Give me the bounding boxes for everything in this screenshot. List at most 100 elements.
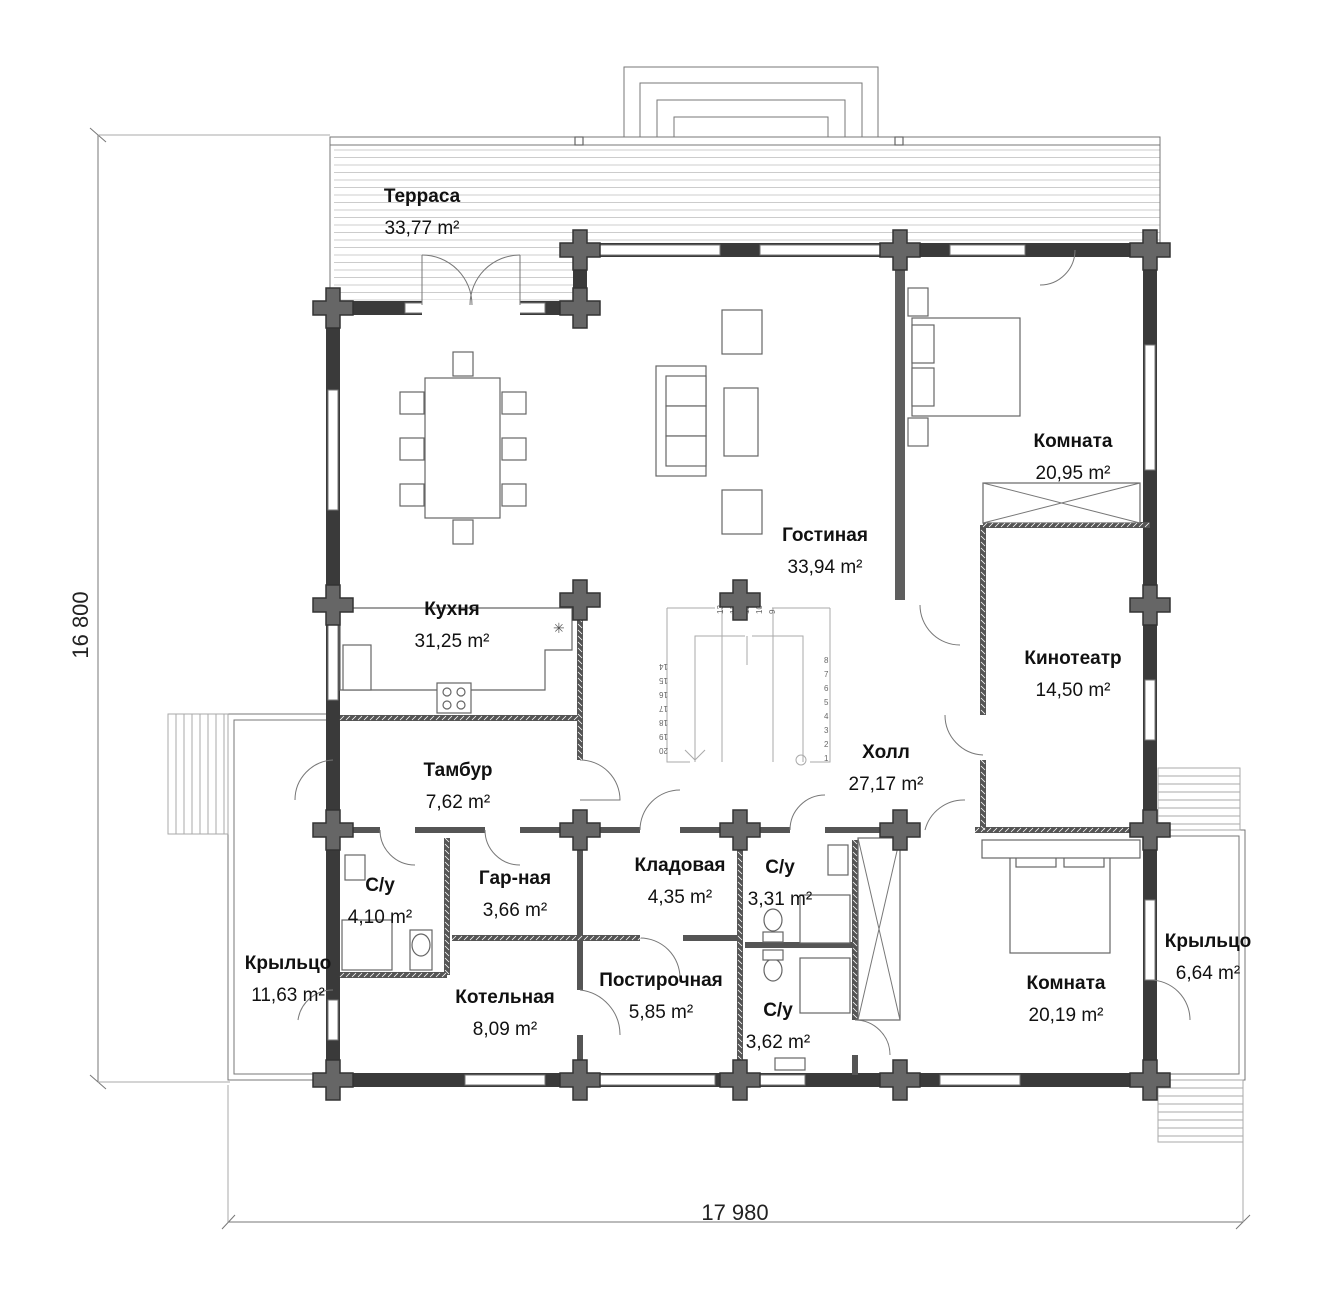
room-label: Кинотеатр 14,50 m² (1024, 648, 1121, 701)
room-area: 20,19 m² (1029, 1005, 1104, 1026)
width-dimension: 17 980 (701, 1200, 768, 1225)
stair-step-number: 5 (824, 698, 829, 707)
room-area: 6,64 m² (1176, 963, 1240, 984)
left-porch (167, 713, 334, 1081)
room-label: Гостиная 33,94 m² (782, 525, 868, 578)
room-area: 31,25 m² (415, 631, 490, 652)
stair-step-number: 20 (659, 746, 668, 755)
stair-step-number: 13 (716, 605, 725, 614)
log-post (312, 584, 354, 626)
terrace-steps (623, 66, 879, 138)
log-post (1129, 809, 1171, 851)
log-post (312, 287, 354, 329)
room-label: Комната 20,95 m² (1034, 431, 1113, 484)
room-label: С/у 3,62 m² (746, 1000, 810, 1053)
room-name: Котельная (455, 987, 554, 1008)
room-label: Котельная 8,09 m² (455, 987, 554, 1040)
room-label: Холл 27,17 m² (849, 742, 924, 795)
terrace-door[interactable] (421, 254, 521, 316)
room-name: Крыльцо (1165, 931, 1251, 952)
room-area: 14,50 m² (1036, 680, 1111, 701)
room-area: 4,35 m² (648, 887, 712, 908)
log-post (879, 1059, 921, 1101)
room-name: Кухня (424, 599, 480, 620)
room-area: 11,63 m² (251, 985, 325, 1006)
stair-step-number: 18 (659, 718, 668, 727)
room-area: 3,66 m² (483, 900, 547, 921)
room-name: С/у (365, 875, 395, 896)
room-name: Постирочная (599, 970, 722, 991)
room-name: С/у (763, 1000, 793, 1021)
room-area: 27,17 m² (849, 774, 924, 795)
dimension-lines (89, 127, 1251, 1230)
log-post (719, 1059, 761, 1101)
room-name: Кладовая (635, 855, 726, 876)
stair-step-number: 19 (659, 732, 668, 741)
dining-table (399, 351, 527, 545)
log-post (312, 809, 354, 851)
room-label: Кухня 31,25 m² (415, 599, 490, 652)
room-area: 20,95 m² (1036, 463, 1111, 484)
log-post (879, 229, 921, 271)
room-area: 4,10 m² (348, 907, 412, 928)
stair-step-number: 8 (824, 656, 829, 665)
stair-step-number: 14 (659, 662, 668, 671)
log-post (559, 809, 601, 851)
stair-step-number: 6 (824, 684, 829, 693)
stair-step-number: 9 (768, 609, 777, 614)
room-label: Крыльцо 11,63 m² (245, 953, 331, 1006)
room-label: Комната 20,19 m² (1027, 973, 1106, 1026)
height-dimension: 16 800 (68, 591, 93, 658)
doors[interactable] (294, 249, 1191, 1056)
stair-step-number: 4 (824, 712, 829, 721)
beds (907, 287, 1141, 954)
log-post (1129, 1059, 1171, 1101)
room-name: Комната (1027, 973, 1106, 994)
room-name: Гар-ная (479, 868, 551, 889)
staircase: 1415161718192013121110987654321 (659, 605, 831, 766)
room-label: С/у3,31 m² (748, 857, 812, 910)
svg-text:✳: ✳ (553, 620, 565, 636)
stair-step-number: 17 (659, 704, 668, 713)
room-label: Терраса 33,77 m² (384, 186, 461, 239)
room-area: 7,62 m² (426, 792, 490, 813)
room-name: Терраса (384, 186, 461, 207)
log-post (559, 229, 601, 271)
room-name: Холл (862, 742, 910, 763)
room-area: 33,94 m² (788, 557, 863, 578)
room-label: Тамбур 7,62 m² (424, 760, 493, 813)
stair-step-number: 15 (659, 676, 668, 685)
log-post (559, 1059, 601, 1101)
room-name: Комната (1034, 431, 1113, 452)
room-name: Тамбур (424, 760, 493, 781)
room-label: Кладовая 4,35 m² (635, 855, 726, 908)
stair-step-number: 10 (755, 605, 764, 614)
stair-step-number: 2 (824, 740, 829, 749)
room-area: 33,77 m² (385, 218, 460, 239)
log-post (879, 809, 921, 851)
room-label: Постирочная 5,85 m² (599, 970, 722, 1023)
room-label: Крыльцо 6,64 m² (1165, 931, 1251, 984)
room-area: 8,09 m² (473, 1019, 537, 1040)
room-name: С/у (765, 857, 795, 878)
stair-step-number: 3 (824, 726, 829, 735)
interior-walls (340, 250, 1150, 1075)
room-label: С/у 4,10 m² (348, 875, 412, 928)
room-name: Гостиная (782, 525, 868, 546)
log-post (1129, 584, 1171, 626)
room-name: Крыльцо (245, 953, 331, 974)
log-post (312, 1059, 354, 1101)
stair-step-number: 1 (824, 754, 829, 763)
log-post (719, 579, 761, 621)
room-labels: Терраса 33,77 m² Кухня 31,25 m² Гостиная 33,9… (245, 186, 1251, 1053)
room-name: Кинотеатр (1024, 648, 1121, 669)
log-post (719, 809, 761, 851)
kitchen-counter: ✳ (339, 607, 573, 714)
stair-step-number: 7 (824, 670, 829, 679)
room-area: 5,85 m² (629, 1002, 693, 1023)
log-posts (312, 229, 1171, 1101)
room-area: 3,62 m² (746, 1032, 810, 1053)
stair-step-number: 16 (659, 690, 668, 699)
room-label: Гар-ная 3,66 m² (479, 868, 551, 921)
